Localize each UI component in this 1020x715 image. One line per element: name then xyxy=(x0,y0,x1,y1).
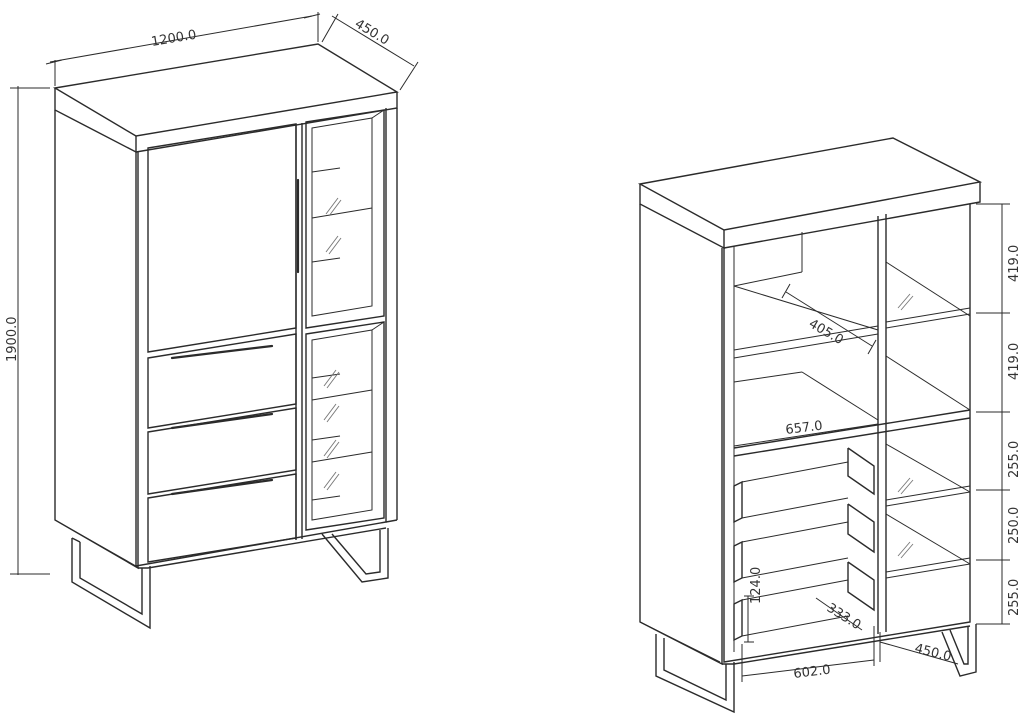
metal-legs xyxy=(71,528,389,630)
cabinet-side-panel xyxy=(54,110,139,570)
cabinet-top xyxy=(637,137,983,231)
glass-door-lower xyxy=(305,321,385,531)
cabinet-closed-view: 1200.0 450.0 1900.0 xyxy=(5,12,419,630)
drawer xyxy=(147,333,297,429)
shelf-depth-dimension xyxy=(785,291,873,347)
dimension-height xyxy=(10,86,50,575)
open-drawers xyxy=(733,447,875,642)
cabinet-open-view: 419.0 419.0 255.0 250.0 255.0 405.0 657.… xyxy=(637,137,1020,714)
drawer xyxy=(147,407,297,495)
dimension-width xyxy=(45,12,321,86)
inner-width-dimension xyxy=(733,423,879,447)
drawer-height-label: 124.0 xyxy=(749,567,764,604)
depth-dimension-label: 450.0 xyxy=(352,17,392,49)
inner-width-label: 657.0 xyxy=(785,419,824,438)
glass-door-upper xyxy=(305,109,385,329)
drawer-front xyxy=(733,540,743,584)
upper-height-1-label: 419.0 xyxy=(1007,245,1020,282)
drawer xyxy=(147,473,297,563)
upper-door xyxy=(147,123,297,353)
drawer-front xyxy=(733,598,743,642)
drawer-depth-dimension xyxy=(815,597,863,631)
metal-legs xyxy=(655,624,977,714)
dimension-depth xyxy=(321,13,419,91)
drawer-width-label: 602.0 xyxy=(793,663,832,682)
lower-height-1-label: 255.0 xyxy=(1007,441,1020,478)
height-dimension-label: 1900.0 xyxy=(5,317,20,363)
dimension-stack xyxy=(976,203,1010,625)
cabinet-side-panel xyxy=(639,204,723,666)
upper-height-2-label: 419.0 xyxy=(1007,343,1020,380)
shelf-depth-label: 405.0 xyxy=(806,316,846,348)
lower-height-2-label: 250.0 xyxy=(1007,507,1020,544)
side-depth-dimension xyxy=(879,641,959,665)
drawer-width-dimension xyxy=(741,659,875,677)
drawer-depth-label: 333.0 xyxy=(824,601,864,633)
width-dimension-label: 1200.0 xyxy=(150,28,197,50)
lower-height-3-label: 255.0 xyxy=(1007,579,1020,616)
drawer-stack xyxy=(147,333,297,563)
drawer-front xyxy=(733,480,743,524)
glass-vitrine xyxy=(305,109,385,531)
